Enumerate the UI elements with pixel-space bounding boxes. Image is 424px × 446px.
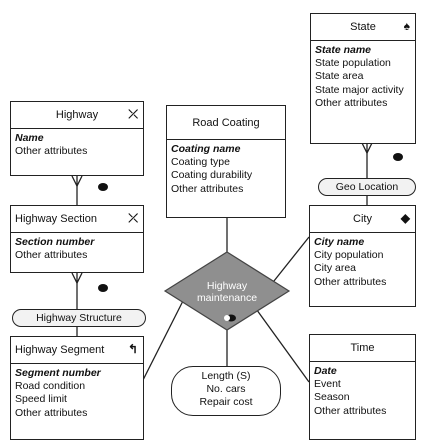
entity-title: Highway Segment <box>15 344 105 356</box>
entity-title: Time <box>350 342 375 354</box>
entity-title: Highway <box>55 109 99 121</box>
relationship-highway-structure: Highway Structure <box>12 309 146 327</box>
attribute: Season <box>314 391 350 404</box>
measure: Repair cost <box>199 396 253 408</box>
primary-key: State name <box>315 44 372 56</box>
relationship-label: Highway <box>206 280 248 292</box>
primary-key: Name <box>15 132 44 144</box>
crowfoot-mark <box>71 272 83 285</box>
entity-time: Time Date Event Season Other attributes <box>309 334 416 440</box>
relationship-diamond <box>163 251 291 331</box>
map-state-icon: ♠ <box>403 19 410 33</box>
attribute: Speed limit <box>15 393 67 406</box>
attribute: Other attributes <box>315 96 388 109</box>
measures-oval: Length (S) No. cars Repair cost <box>171 366 281 416</box>
entity-highway: Highway ⤫ Name Other attributes <box>10 101 144 176</box>
primary-key: Date <box>314 365 337 377</box>
road-line-icon: ⤫ <box>128 107 138 121</box>
road-segment-icon: ↰ <box>127 342 138 356</box>
attribute: Coating durability <box>171 169 253 182</box>
attribute: Other attributes <box>171 182 244 195</box>
crowfoot-mark <box>361 142 373 155</box>
primary-key: Section number <box>15 236 95 248</box>
primary-key: City name <box>314 236 365 248</box>
attribute: Other attributes <box>314 275 387 288</box>
relationship-label: Geo Location <box>335 181 399 193</box>
attribute: City area <box>314 262 357 275</box>
measure: No. cars <box>206 383 246 395</box>
crowfoot-mark <box>71 175 83 188</box>
attribute: Other attributes <box>15 249 88 262</box>
attribute: Other attributes <box>314 404 387 417</box>
entity-title: Road Coating <box>192 116 260 129</box>
attribute: Road condition <box>15 380 86 393</box>
measure: Length (S) <box>201 370 251 382</box>
primary-key: Segment number <box>15 367 101 379</box>
cardinality-marker <box>224 315 230 321</box>
road-line-icon: ⤫ <box>128 211 138 225</box>
connector-segment-diamond <box>141 290 189 383</box>
connector-time-diamond <box>253 305 310 383</box>
attribute: State area <box>315 70 364 83</box>
attribute: State major activity <box>315 83 404 96</box>
cardinality-marker <box>393 153 403 161</box>
relationship-label: Highway Structure <box>36 312 122 324</box>
entity-road-coating: Road Coating Coating name Coating type C… <box>166 105 286 218</box>
cardinality-marker <box>98 284 108 292</box>
entity-state: State ♠ State name State population Stat… <box>310 13 416 144</box>
attribute: Event <box>314 378 341 391</box>
cardinality-marker <box>98 183 108 191</box>
map-city-icon: ◆ <box>400 211 410 225</box>
entity-highway-segment: Highway Segment ↰ Segment number Road co… <box>10 336 144 440</box>
attribute: City population <box>314 249 384 262</box>
entity-highway-section: Highway Section ⤫ Section number Other a… <box>10 205 144 273</box>
attribute: Other attributes <box>15 406 88 419</box>
attribute: Coating type <box>171 156 230 169</box>
relationship-geo-location: Geo Location <box>318 178 416 196</box>
attribute: Other attributes <box>15 145 88 158</box>
entity-city: City ◆ City name City population City ar… <box>309 205 416 307</box>
entity-title: City <box>353 213 372 225</box>
primary-key: Coating name <box>171 143 241 155</box>
relationship-highway-maintenance: Highway maintenance <box>175 280 279 304</box>
entity-title: Highway Section <box>15 213 97 225</box>
attribute: State population <box>315 57 391 70</box>
relationship-label: maintenance <box>196 292 258 304</box>
entity-title: State <box>350 21 376 33</box>
